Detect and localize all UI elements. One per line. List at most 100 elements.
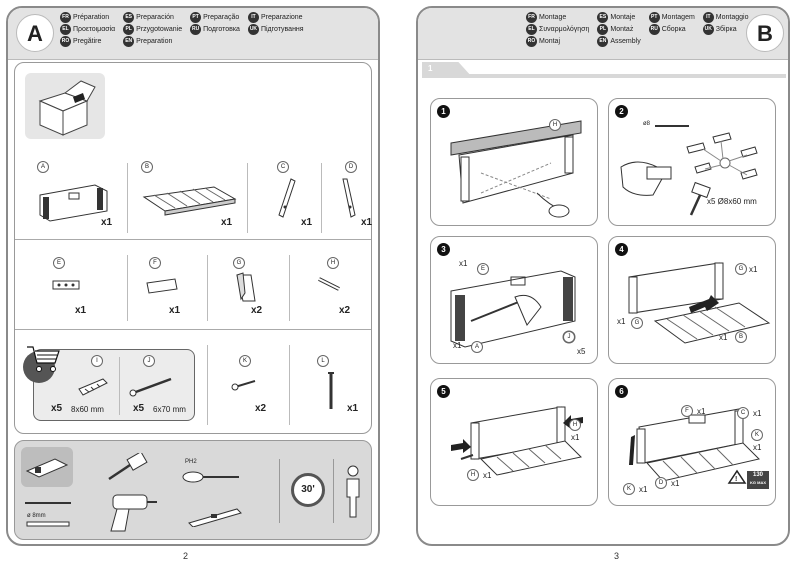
part-label-e: E	[477, 263, 489, 275]
language-label: Сборка	[661, 26, 686, 33]
part-label-h: H	[549, 119, 561, 131]
step-number: 5	[437, 385, 450, 398]
part-spec-j: 6x70 mm	[153, 405, 186, 414]
language-code-badge: UK	[702, 24, 714, 35]
row-separator	[15, 239, 371, 240]
language-label: Збірка	[715, 26, 737, 33]
part-label-g: G	[233, 257, 245, 269]
plate-part-e	[52, 280, 80, 290]
spirit-level-icon	[188, 508, 242, 527]
language-label: Przygotowanie	[136, 26, 183, 33]
language-label: Préparation	[73, 14, 110, 21]
language-code-badge: PT	[648, 12, 660, 23]
language-label: Montage	[539, 14, 567, 21]
page-number-b: 3	[614, 551, 620, 561]
part-qty-k: x2	[255, 403, 267, 414]
step-4-qty-g2: x1	[617, 317, 626, 326]
step-number: 1	[437, 105, 450, 118]
screw-part-j	[129, 377, 172, 397]
language-label: Підготування	[260, 26, 304, 33]
part-qty-i: x5	[51, 403, 63, 414]
language-label: Preparation	[136, 38, 173, 45]
part-label-g: G	[735, 263, 747, 275]
language-label: Montaj	[539, 38, 561, 45]
part-spec-i: 8x60 mm	[71, 405, 104, 414]
step-3-qty-e: x1	[459, 259, 468, 268]
part-qty-c: x1	[301, 217, 313, 228]
divider	[321, 163, 322, 233]
weight-limit-unit: KG MAX	[750, 480, 766, 485]
part-qty-d: x1	[361, 217, 373, 228]
divider	[247, 163, 248, 233]
step-6-panel: 6 ! F x1 C x1 K x1 K x1 D x1 130 KG MAX	[608, 378, 776, 506]
tools-required: ø 8mm PH2 30'	[14, 440, 372, 540]
step-6-qty-k2: x1	[639, 485, 648, 494]
step-6-qty-f: x1	[697, 407, 706, 416]
part-label-c: C	[737, 407, 749, 419]
shopping-cart-icon	[23, 346, 60, 383]
step-5-qty-h: x1	[571, 433, 580, 442]
part-qty-l: x1	[347, 403, 359, 414]
language-code-badge: PL	[597, 24, 609, 35]
step-5-qty-h2: x1	[483, 471, 492, 480]
part-label-j: J	[563, 331, 575, 343]
seat-part-b	[142, 186, 237, 216]
divider	[289, 345, 290, 425]
part-qty-b: x1	[221, 217, 233, 228]
drill-bit-icon-2	[26, 521, 70, 527]
language-code-badge: EL	[526, 24, 537, 35]
step-number: 6	[615, 385, 628, 398]
page-letter: B	[746, 14, 784, 52]
language-label: Montaggio	[715, 14, 749, 21]
language-code-badge: ES	[597, 12, 609, 23]
long-screw-part-l	[328, 372, 334, 409]
step-1-panel: 1 H	[430, 98, 598, 226]
divider	[289, 255, 290, 321]
step-number: 2	[615, 105, 628, 118]
part-label-d: D	[345, 161, 357, 173]
part-qty-a: x1	[101, 217, 113, 228]
part-label-l: L	[317, 355, 329, 367]
stopwatch-icon: 30'	[291, 473, 325, 507]
language-label: Montaż	[610, 26, 634, 33]
part-qty-e: x1	[75, 305, 87, 316]
language-label: Montaje	[610, 14, 636, 21]
part-label-a: A	[37, 161, 49, 173]
weight-limit-value: 130	[752, 472, 763, 478]
step-number: 3	[437, 243, 450, 256]
language-code-badge: RO	[60, 36, 71, 47]
step-4-qty-b: x1	[719, 333, 728, 342]
section-number: 1	[428, 64, 433, 73]
section-bar	[422, 74, 786, 78]
part-qty-h: x2	[339, 305, 351, 316]
wall-bracket-part-a	[39, 184, 108, 222]
language-code-badge: EN	[123, 36, 135, 47]
part-label-e: E	[53, 257, 65, 269]
level-tool-icon	[21, 447, 73, 487]
svg-text:!: !	[735, 476, 737, 483]
screwdriver-icon	[182, 471, 239, 483]
language-code-badge: EL	[60, 24, 71, 35]
page-letter: A	[16, 14, 54, 52]
triangle-part-c	[278, 178, 296, 218]
divider	[207, 255, 208, 321]
language-code-badge: RU	[190, 24, 202, 35]
part-label-d: D	[655, 477, 667, 489]
language-label: Preparazione	[260, 14, 303, 21]
part-label-b: B	[141, 161, 153, 173]
one-person-icon	[346, 465, 360, 518]
language-code-badge: FR	[60, 12, 71, 23]
